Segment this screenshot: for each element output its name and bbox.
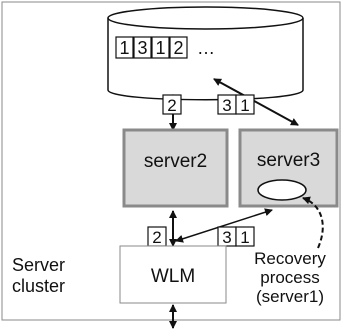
svg-text:process: process [260,268,320,287]
wlm-box: WLM [119,245,227,304]
svg-text:1: 1 [240,228,249,247]
svg-text:1: 1 [119,38,129,58]
svg-text:2: 2 [152,228,161,247]
arrow-wlm-recovery [175,208,273,243]
svg-text:3: 3 [222,96,231,115]
recovery-target-ellipse [257,179,307,201]
svg-text:server3: server3 [257,150,320,171]
svg-text:3: 3 [137,38,147,58]
svg-text:1: 1 [240,96,249,115]
queue-cell: 1 [151,36,170,59]
recovery-label: Recovery process (server1) [254,249,326,306]
cluster-label: Server cluster [12,255,65,296]
server3-box: server3 [238,128,339,208]
label-box-left-bottom: 2 [147,226,167,247]
svg-text:1: 1 [155,38,165,58]
svg-text:(server1): (server1) [256,287,324,306]
arrow-queue-server3 [213,78,299,126]
svg-text:2: 2 [173,38,183,58]
svg-text:WLM: WLM [151,266,195,287]
label-box-right-bottom: 3 1 [217,226,255,247]
svg-text:cluster: cluster [12,276,65,296]
svg-text:Server: Server [12,255,65,275]
svg-text:2: 2 [167,96,176,115]
queue-cell: 2 [169,36,188,59]
server2-box: server2 [122,128,229,208]
svg-text:3: 3 [222,228,231,247]
label-box-right-top: 3 1 [217,94,255,115]
svg-text:Recovery: Recovery [254,249,326,268]
queue-ellipsis: … [197,38,215,58]
label-box-left-top: 2 [162,94,182,115]
queue-cell: 3 [133,36,152,59]
queue-cell: 1 [115,36,134,59]
svg-text:server2: server2 [144,151,207,172]
